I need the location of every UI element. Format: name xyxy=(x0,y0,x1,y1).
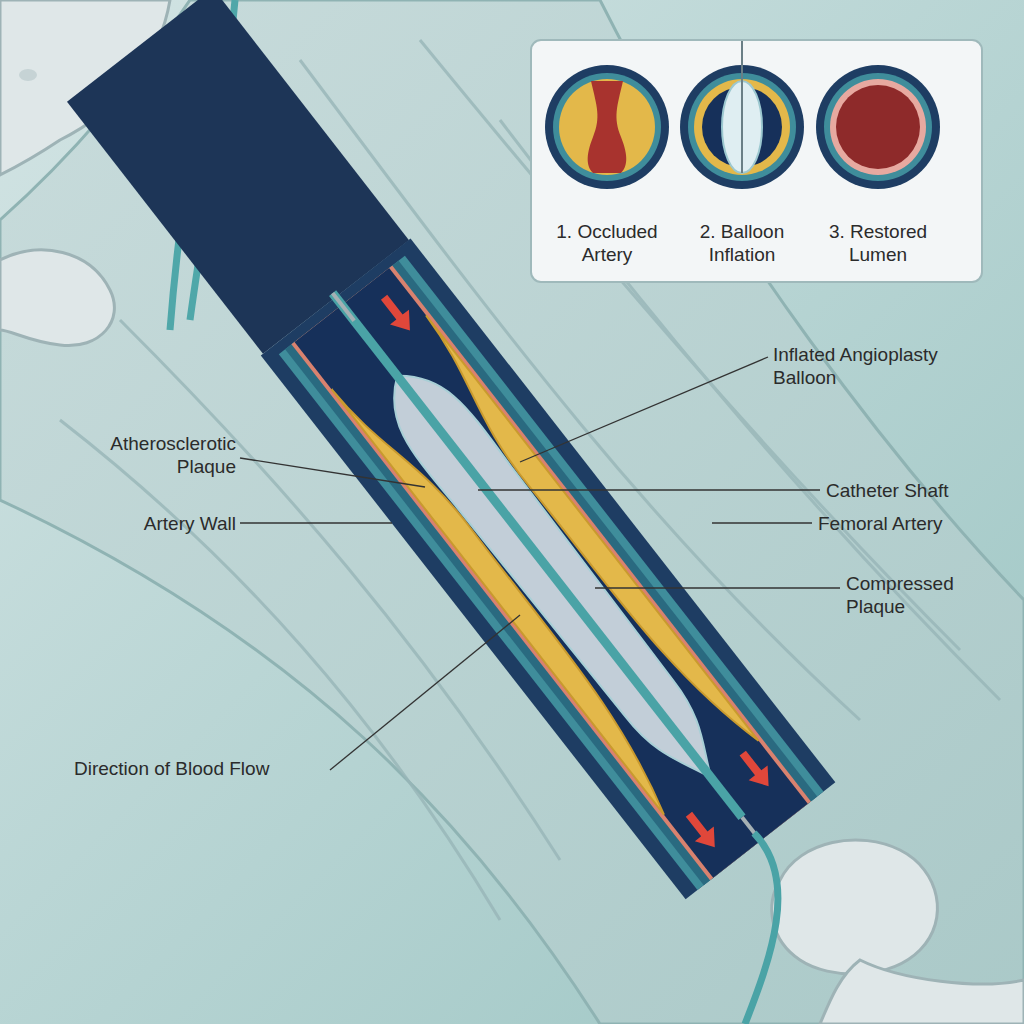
plaque xyxy=(331,374,682,814)
narrow-lumen xyxy=(588,81,627,173)
media-layer xyxy=(285,261,817,886)
catheter xyxy=(741,41,743,173)
intima-layer xyxy=(291,266,811,881)
inset-panel xyxy=(531,40,982,282)
part-label: Femoral Artery xyxy=(818,512,1008,535)
bone-shape xyxy=(772,840,938,974)
catheter xyxy=(333,293,742,817)
leader-line xyxy=(520,357,768,462)
leader-line xyxy=(712,522,812,523)
knee-bone xyxy=(772,840,1024,1024)
plaque-ring xyxy=(559,79,655,175)
step-caption: 2. Balloon Inflation xyxy=(683,220,801,266)
flow-arrow xyxy=(375,290,420,338)
guidewire xyxy=(333,293,355,321)
media-layer xyxy=(279,256,824,890)
leader-line xyxy=(478,489,820,490)
media-ring xyxy=(824,73,932,181)
part-label: Artery Wall xyxy=(76,512,236,535)
part-label: Atherosclerotic Plaque xyxy=(76,432,236,478)
part-label: Compressed Plaque xyxy=(846,572,986,618)
step-caption: 1. Occluded Artery xyxy=(548,220,666,266)
wall-ring xyxy=(816,65,940,189)
part-label: Direction of Blood Flow xyxy=(74,757,374,780)
open-lumen xyxy=(836,85,920,169)
intima-ring xyxy=(830,79,926,175)
catheter-exit xyxy=(745,833,778,1024)
bone-shape xyxy=(0,250,114,346)
bone-detail xyxy=(19,69,37,81)
restored-section xyxy=(816,65,940,189)
balloon-section xyxy=(680,41,804,189)
leader-line xyxy=(330,615,520,770)
leader-line xyxy=(240,458,425,487)
artery-tube xyxy=(140,45,336,297)
part-label: Inflated Angioplasty Balloon xyxy=(773,343,988,389)
leader-line xyxy=(240,522,392,523)
step-caption: 3. Restored Lumen xyxy=(819,220,937,266)
flow-arrows xyxy=(313,289,787,855)
part-label: Catheter Shaft xyxy=(826,479,1006,502)
wall-ring xyxy=(545,65,669,189)
outer-wall xyxy=(261,239,836,900)
artery-cutaway xyxy=(258,235,836,900)
bone-shape xyxy=(820,960,1024,1024)
occluded-section xyxy=(545,65,669,189)
leader-lines xyxy=(240,357,840,770)
media-ring xyxy=(553,73,661,181)
flow-arrow xyxy=(679,807,724,855)
leader-line xyxy=(595,587,840,588)
flow-arrow xyxy=(733,746,778,794)
lumen xyxy=(295,268,808,878)
